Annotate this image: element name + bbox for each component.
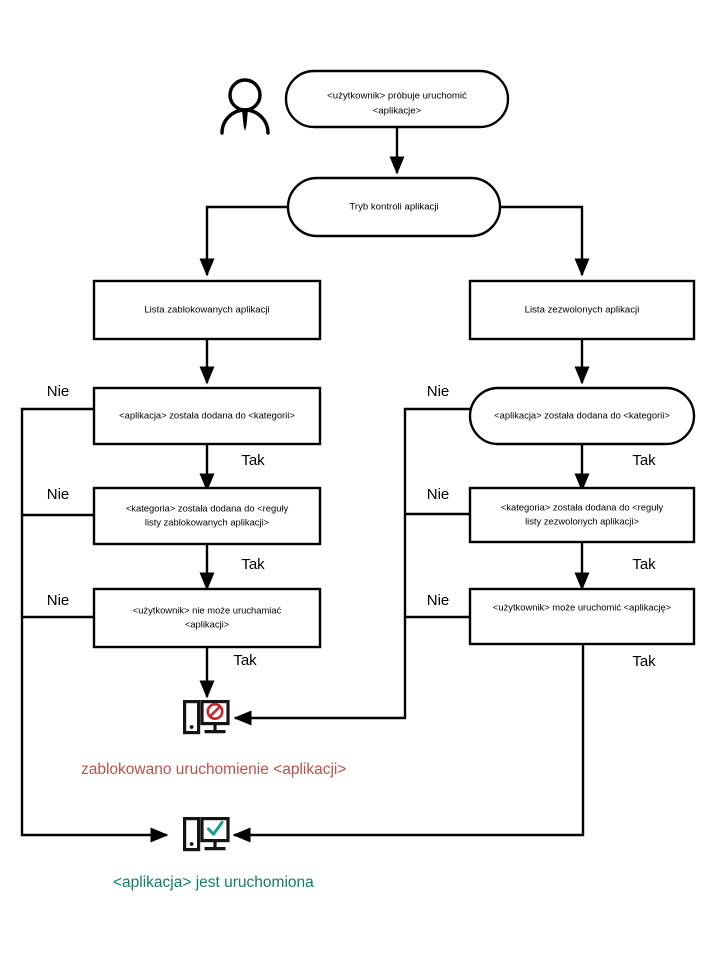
label-deny-rule-no: Nie (47, 486, 70, 503)
label-allow-user-no: Nie (427, 592, 450, 609)
blocked-outcome-label: zablokowano uruchomienie <aplikacji> (81, 761, 346, 778)
node-allowlist-label: Lista zezwolonych aplikacji (525, 305, 640, 316)
node-deny-cat[interactable]: <aplikacja> została dodana do <kategorii… (92, 386, 322, 446)
node-deny-rule-line2: listy zablokowanych aplikacji> (145, 516, 270, 527)
label-deny-rule-yes: Tak (241, 556, 265, 573)
node-deny-cat-label: <aplikacja> została dodana do <kategorii… (119, 409, 295, 420)
node-allow-cat-label: <aplikacja> została dodana do <kategorii… (494, 409, 670, 420)
running-outcome-label: <aplikacja> jest uruchomiona (113, 874, 314, 891)
node-allow-rule-line1: <kategoria> została dodana do <reguły (501, 501, 664, 512)
edge-mode-to-denylist (199, 205, 288, 277)
user-actor-icon (220, 78, 270, 135)
node-deny-rule[interactable]: <kategoria> została dodana do <reguły li… (92, 486, 322, 546)
edge-allow-cat-no (233, 407, 470, 726)
label-allow-user-yes: Tak (632, 653, 656, 670)
edge-deny-cat-no (20, 407, 169, 843)
label-deny-cat-yes: Tak (241, 452, 265, 469)
node-deny-user-line2: <aplikacji> (185, 618, 230, 629)
node-denylist[interactable]: Lista zablokowanych aplikacji (92, 279, 322, 341)
computer-allowed-icon (183, 817, 230, 852)
node-mode[interactable]: Tryb kontroli aplikacji (286, 176, 502, 238)
node-deny-user-line1: <użytkownik> nie może uruchamiać (133, 604, 282, 615)
label-allow-rule-no: Nie (427, 486, 450, 503)
computer-blocked-icon (183, 700, 230, 735)
edge-mode-to-allowlist (500, 205, 590, 277)
edge-allow-user-yes (232, 644, 585, 843)
label-allow-cat-no: Nie (427, 383, 450, 400)
node-start-line1: <użytkownik> próbuje uruchomić (327, 91, 467, 102)
node-allowlist[interactable]: Lista zezwolonych aplikacji (468, 279, 696, 341)
node-allow-cat[interactable]: <aplikacja> została dodana do <kategorii… (468, 386, 696, 446)
node-deny-rule-line1: <kategoria> została dodana do <reguły (126, 502, 289, 513)
node-allow-rule-line2: listy zezwolonych aplikacji> (525, 515, 639, 526)
label-deny-cat-no: Nie (47, 383, 70, 400)
label-deny-user-yes: Tak (233, 652, 257, 669)
node-denylist-label: Lista zablokowanych aplikacji (144, 305, 269, 316)
node-mode-label: Tryb kontroli aplikacji (349, 202, 438, 213)
label-allow-rule-yes: Tak (632, 556, 656, 573)
node-start-line2: <aplikacje> (373, 106, 422, 117)
label-deny-user-no: Nie (47, 592, 70, 609)
node-start[interactable]: <użytkownik> próbuje uruchomić <aplikacj… (284, 69, 510, 129)
node-allow-rule[interactable]: <kategoria> została dodana do <reguły li… (468, 486, 696, 544)
label-allow-cat-yes: Tak (632, 452, 656, 469)
node-allow-user-label: <użytkownik> może uruchomić <aplikację> (493, 601, 672, 612)
node-allow-user[interactable]: <użytkownik> może uruchomić <aplikację> (468, 587, 696, 646)
node-deny-user[interactable]: <użytkownik> nie może uruchamiać <aplika… (92, 587, 322, 649)
